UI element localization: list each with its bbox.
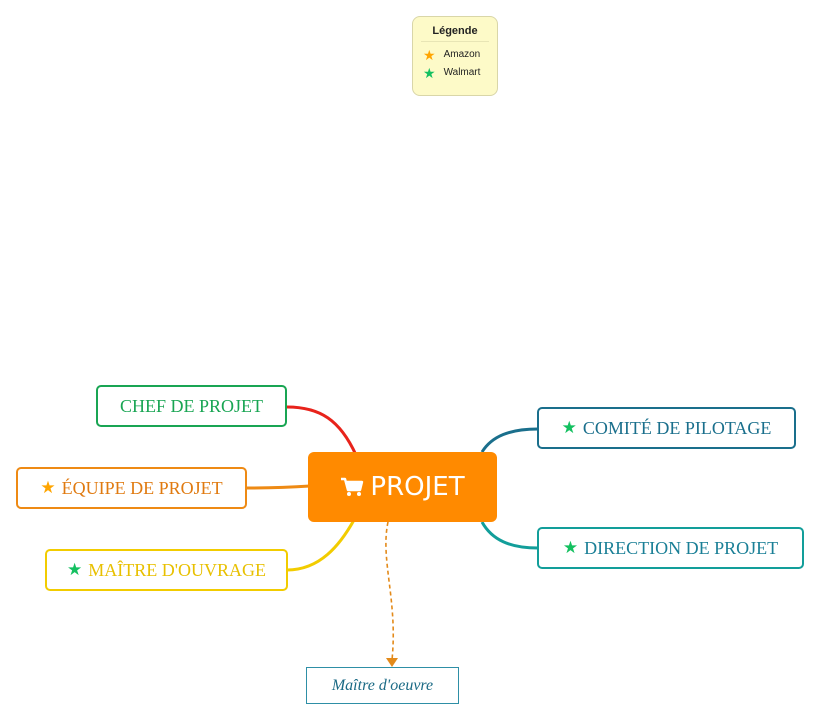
arrow-head [386, 658, 398, 667]
topic-direction-de-projet[interactable]: ★ DIRECTION DE PROJET [537, 527, 804, 569]
cart-icon [340, 476, 364, 498]
star-icon: ★ [40, 478, 56, 497]
topic-chef-de-projet[interactable]: CHEF DE PROJET [96, 385, 287, 427]
topic-comite-de-pilotage[interactable]: ★ COMITÉ DE PILOTAGE [537, 407, 796, 449]
link-direction [480, 521, 539, 550]
central-topic-label: PROJET [370, 472, 465, 502]
star-icon: ★ [561, 418, 577, 437]
central-topic[interactable]: PROJET [308, 452, 497, 522]
star-icon: ★ [562, 538, 579, 557]
legend: Légende ★ Amazon ★ Walmart [412, 16, 498, 96]
legend-item-amazon: ★ Amazon [423, 46, 497, 63]
star-icon: ★ [423, 46, 436, 63]
topic-equipe-de-projet[interactable]: ★ ÉQUIPE DE PROJET [16, 467, 247, 509]
subtopic-label: Maître d'oeuvre [331, 676, 434, 694]
link-equipe [245, 484, 311, 490]
legend-label: Amazon [443, 49, 481, 60]
star-icon: ★ [423, 64, 436, 81]
link-subtopic [385, 521, 395, 661]
link-comite [480, 427, 539, 453]
topic-label: ÉQUIPE DE PROJET [61, 477, 223, 498]
star-icon: ★ [67, 560, 83, 579]
topic-label: DIRECTION DE PROJET [584, 537, 779, 558]
legend-title: Légende [421, 25, 489, 42]
legend-label: Walmart [443, 67, 481, 78]
topic-label: MAÎTRE D'OUVRAGE [88, 559, 266, 580]
subtopic-maitre-oeuvre[interactable]: Maître d'oeuvre [306, 667, 459, 704]
topic-maitre-ouvrage[interactable]: ★ MAÎTRE D'OUVRAGE [45, 549, 288, 591]
topic-label: COMITÉ DE PILOTAGE [582, 417, 772, 438]
link-chef [286, 405, 358, 456]
legend-item-walmart: ★ Walmart [423, 64, 497, 81]
link-maitre-ouvrage [286, 519, 356, 572]
topic-label: CHEF DE PROJET [119, 395, 263, 416]
